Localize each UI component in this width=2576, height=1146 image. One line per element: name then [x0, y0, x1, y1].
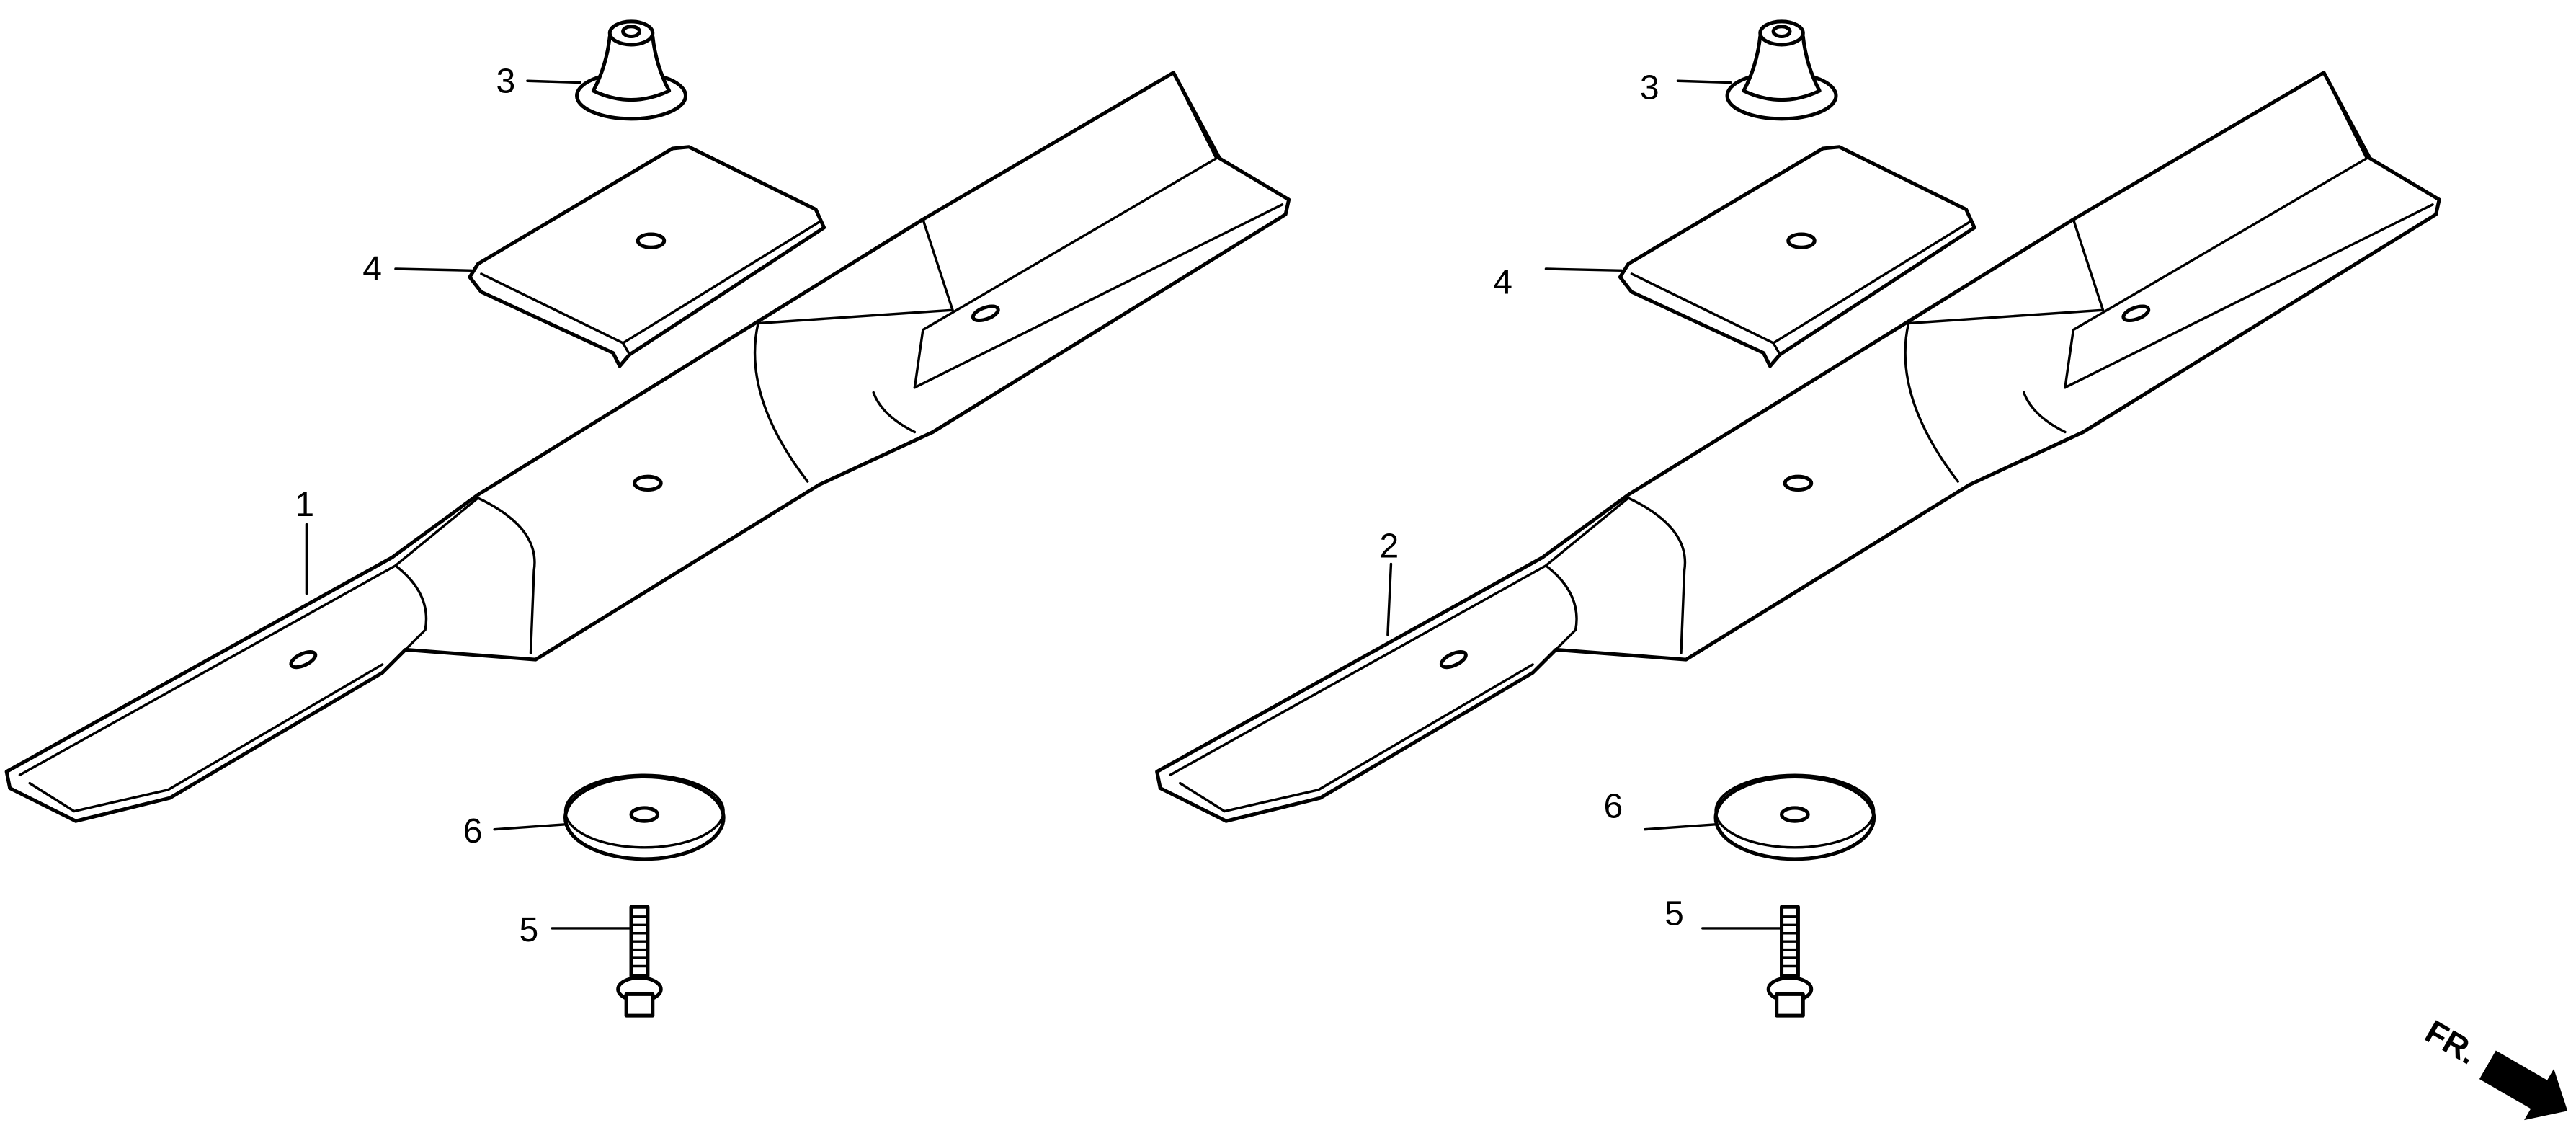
callout-4: 4 — [362, 250, 382, 288]
callout-3: 3 — [496, 62, 515, 100]
callout-5: 5 — [1664, 894, 1684, 933]
front-arrow-icon — [2479, 1050, 2568, 1121]
callout-6: 6 — [1604, 788, 1623, 826]
right-blade-assembly: 3 4 2 6 5 — [1157, 22, 2439, 1016]
front-direction-indicator: FR. — [2419, 1013, 2568, 1121]
callout-4: 4 — [1493, 263, 1512, 301]
callout-6: 6 — [463, 812, 483, 850]
callout-3: 3 — [1640, 68, 1659, 107]
callout-5: 5 — [519, 911, 538, 949]
front-label: FR. — [2419, 1013, 2483, 1072]
callout-1: 1 — [295, 486, 314, 524]
left-blade-assembly: 3 4 1 6 5 — [6, 22, 1288, 1016]
callout-2: 2 — [1379, 527, 1399, 565]
